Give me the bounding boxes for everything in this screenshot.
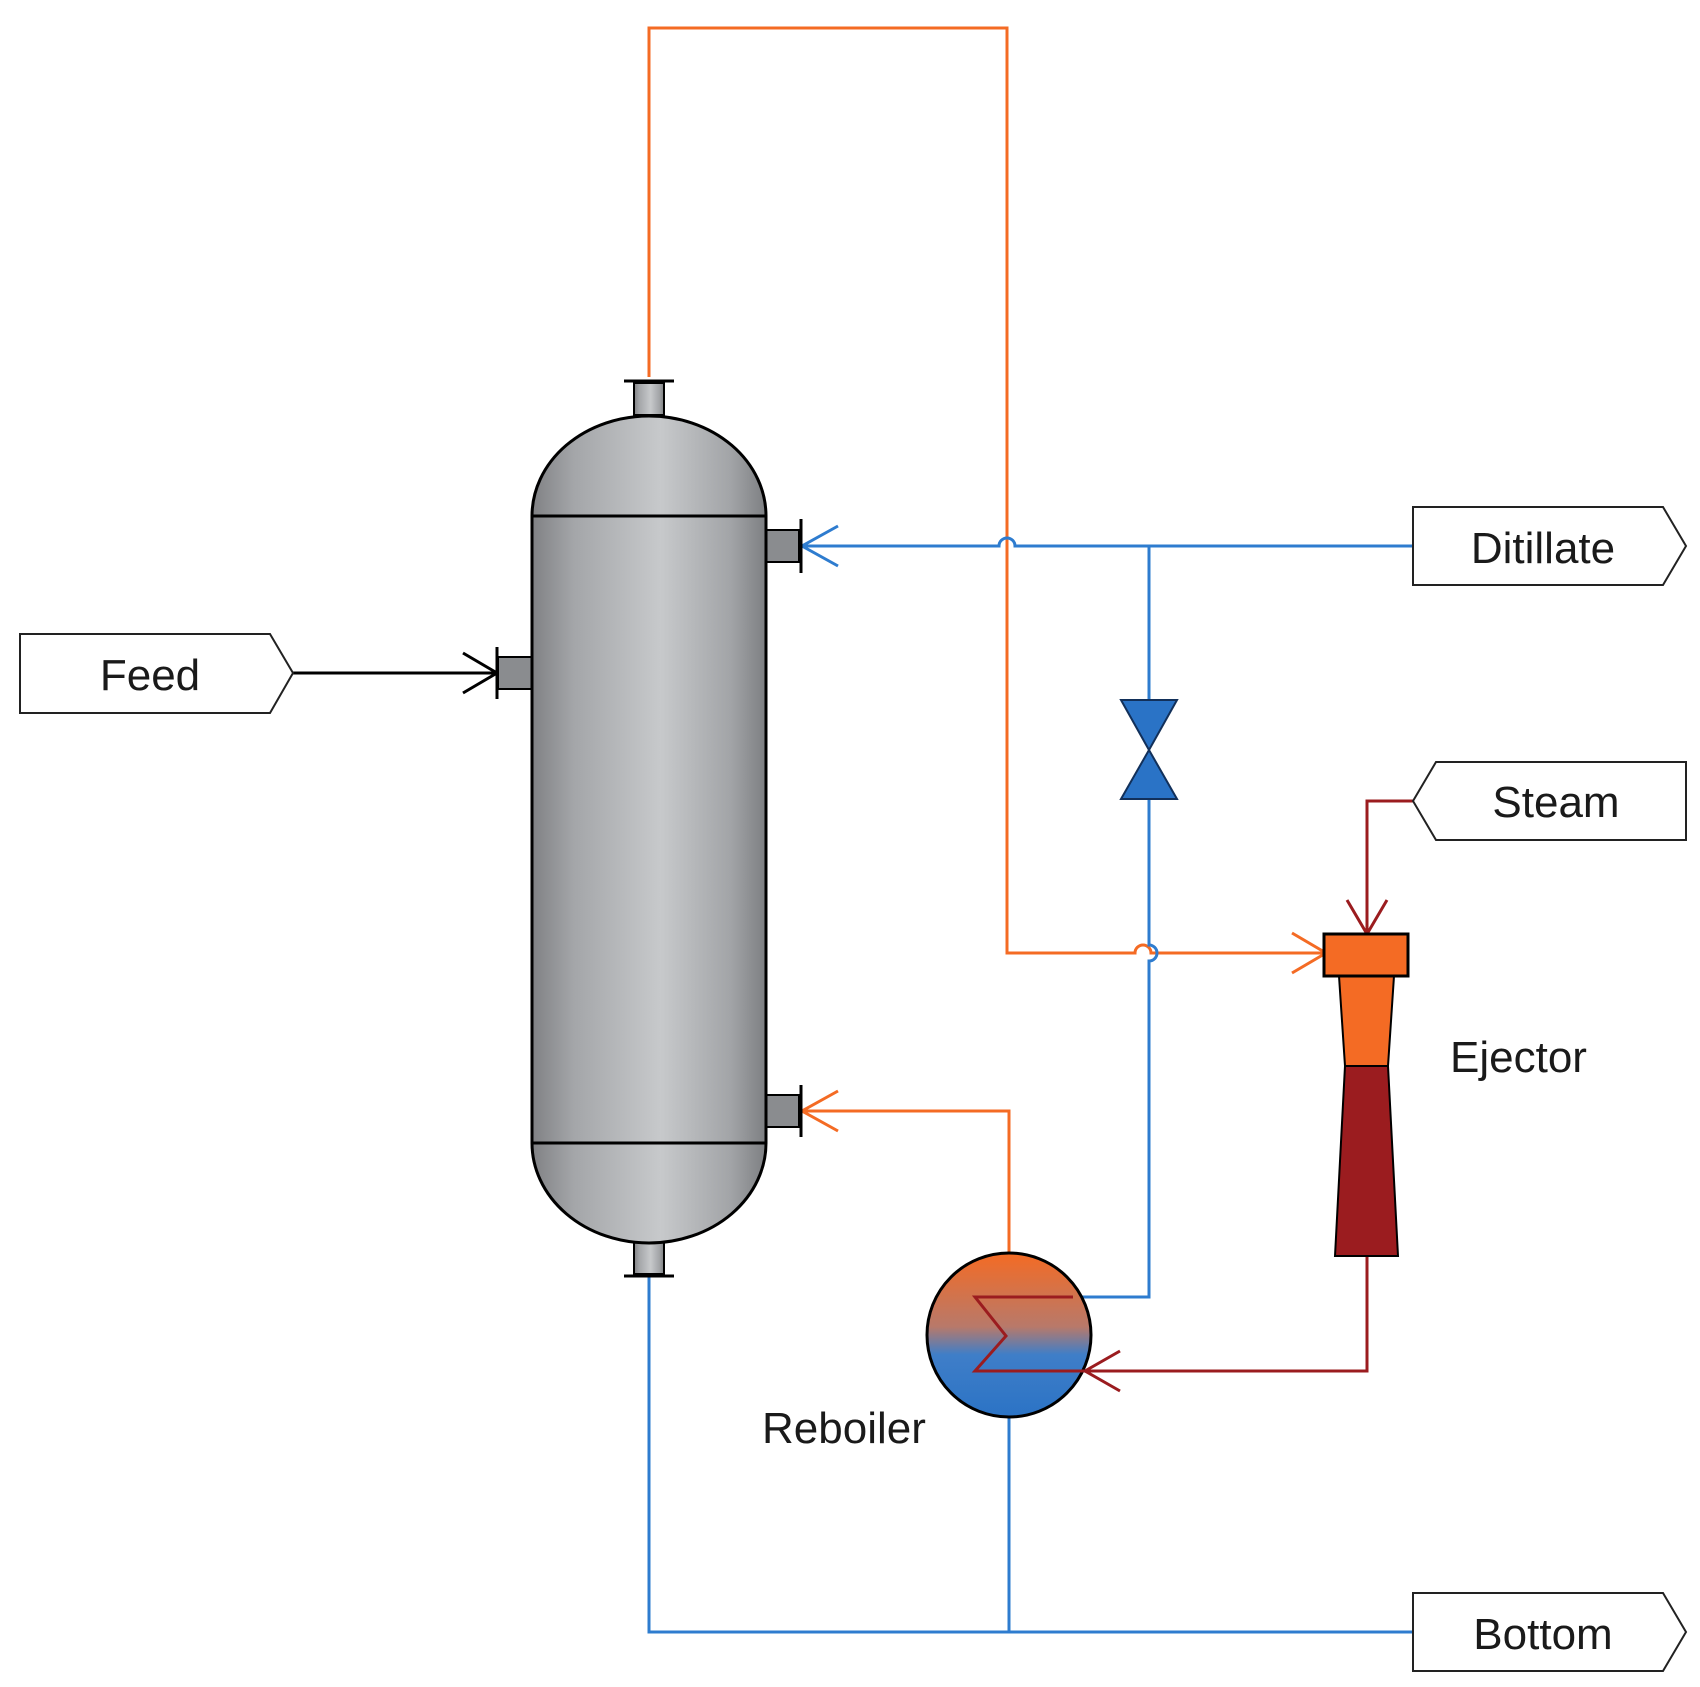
distillate-label: Ditillate	[1471, 524, 1615, 573]
ejector	[1322, 932, 1410, 1257]
distillate-tag: Ditillate	[1412, 506, 1688, 586]
valve-to-reboiler-line	[1073, 800, 1159, 1299]
reboiler	[925, 1251, 1093, 1419]
ejector-label: Ejector	[1450, 1033, 1587, 1082]
bottoms-line	[647, 1275, 1413, 1634]
reflux-line	[805, 536, 1413, 548]
reboiler-vapor-return-line	[805, 1109, 1011, 1253]
steam-label: Steam	[1492, 778, 1619, 827]
control-valve	[1119, 699, 1179, 800]
ejector-outlet-line	[1087, 1256, 1369, 1373]
distillation-column	[495, 379, 803, 1278]
overhead-vapor-line	[647, 26, 1324, 955]
steam-line	[1365, 799, 1413, 934]
bottom-label: Bottom	[1473, 1610, 1612, 1659]
steam-tag: Steam	[1411, 761, 1687, 841]
bottom-tag: Bottom	[1412, 1592, 1688, 1672]
feed-tag: Feed	[19, 633, 295, 714]
reboiler-label: Reboiler	[762, 1404, 926, 1453]
feed-label: Feed	[100, 651, 200, 700]
